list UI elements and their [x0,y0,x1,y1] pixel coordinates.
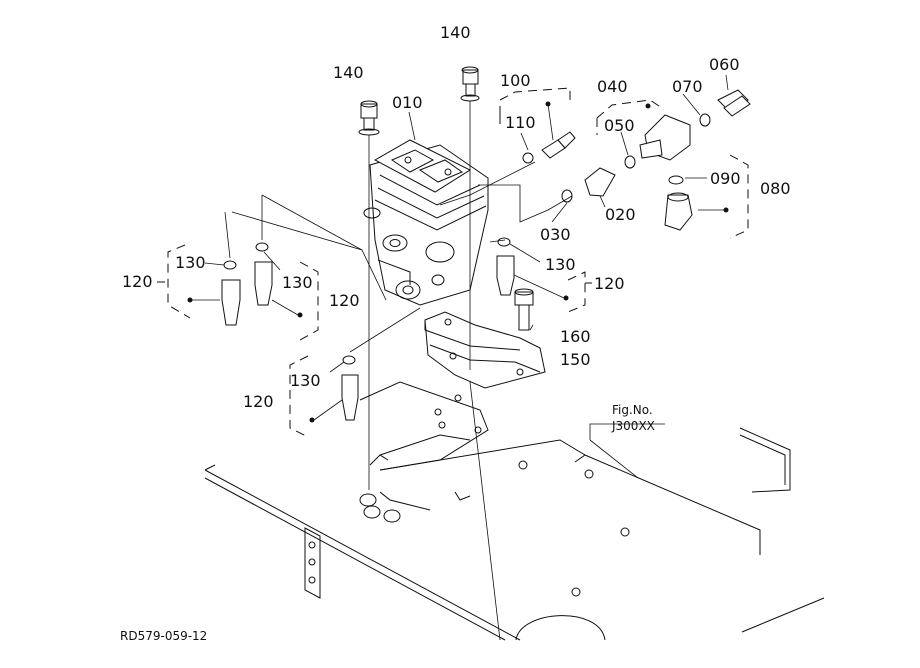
plate-150 [424,311,546,389]
callout-020: 020 [605,205,636,224]
callout-120-a: 120 [122,272,153,291]
callout-120-d: 120 [243,392,274,411]
callout-labels: 140 140 010 100 110 040 070 060 050 090 … [120,23,791,643]
callout-070: 070 [672,77,703,96]
bolt-140-left [358,100,380,490]
label-dashes [157,281,592,284]
callout-130-d: 130 [290,371,321,390]
callout-140-top: 140 [440,23,471,42]
callout-010: 010 [392,93,423,112]
assembly-leaders [224,161,573,353]
bolt-140-right [460,66,501,641]
callout-120-c: 120 [594,274,625,293]
callout-leaders [204,74,729,479]
valve-body-010 [363,139,489,306]
mounting-bracket [359,381,489,511]
elbow-group-080 [664,154,749,239]
callout-030: 030 [540,225,571,244]
fitting-group-040 [561,89,751,203]
figure-ref-label: Fig.No. [612,403,653,417]
callout-160: 160 [560,327,591,346]
callout-130-b: 130 [282,273,313,292]
callout-110: 110 [505,113,536,132]
callout-140-left: 140 [333,63,364,82]
callout-050: 050 [604,116,635,135]
base-frame [204,427,825,641]
callout-120-b: 120 [329,291,360,310]
callout-080: 080 [760,179,791,198]
callout-060: 060 [709,55,740,74]
callout-150: 150 [560,350,591,369]
bolt-160 [514,288,534,331]
callout-100: 100 [500,71,531,90]
connector-group-120-left [167,242,319,341]
figure-ref-number: J300XX [611,419,655,433]
callout-090: 090 [710,169,741,188]
drawing-id: RD579-059-12 [120,629,207,643]
connector-group-120-lower [289,355,359,438]
connector-group-120-right [496,237,586,313]
callout-130-c: 130 [545,255,576,274]
fitting-group-100 [499,87,576,164]
callout-040: 040 [597,77,628,96]
callout-130-a: 130 [175,253,206,272]
nut-set [359,493,401,523]
